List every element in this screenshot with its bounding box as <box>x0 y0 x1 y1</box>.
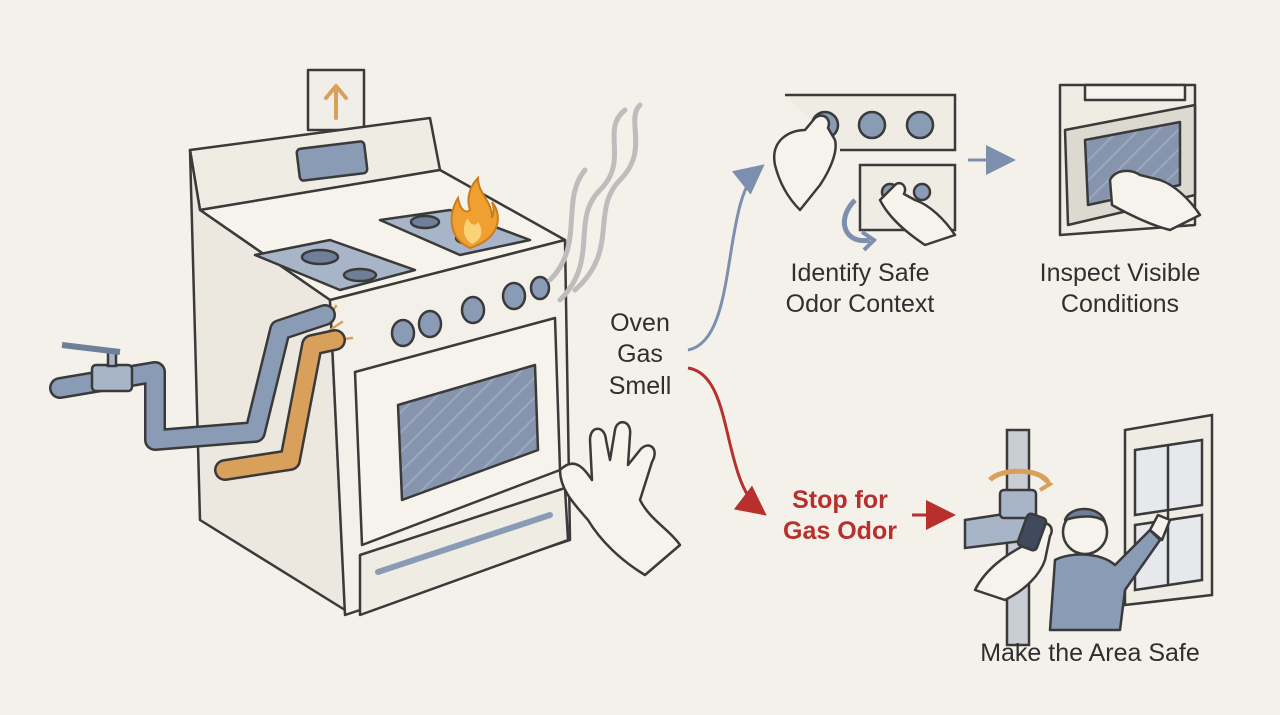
step-inspect-line: Inspect Visible <box>1039 259 1201 287</box>
shutoff-valve-icon <box>61 342 134 393</box>
hub-label-line: Smell <box>608 371 672 400</box>
flow-arrows <box>687 145 1016 530</box>
gas-stove-icon <box>188 68 572 617</box>
step-identify-line: Identify Safe <box>790 259 930 287</box>
hub-label: Oven Gas Smell <box>590 308 690 402</box>
hand-icon <box>772 114 957 247</box>
step-safe-line: Make the Area Safe <box>980 639 1200 667</box>
hand-icon <box>558 421 682 577</box>
hub-label-line: Oven <box>610 309 670 337</box>
hand-icon <box>1108 169 1202 232</box>
person-icon <box>1048 507 1172 632</box>
step-identify-label: Identify Safe Odor Context <box>760 258 960 321</box>
step-inspect-label: Inspect Visible Conditions <box>1015 258 1225 321</box>
flame-icon <box>450 175 499 250</box>
gas-pipe-icon <box>49 304 346 481</box>
step-stop-line: Stop for <box>792 486 888 514</box>
step-identify-line: Odor Context <box>785 290 935 319</box>
step-safe-label: Make the Area Safe <box>955 638 1225 669</box>
vent-arrow-icon <box>324 84 348 120</box>
step-stop-line: Gas Odor <box>783 517 897 546</box>
hub-label-line: Gas <box>617 340 663 369</box>
window-icon <box>1123 413 1214 607</box>
hand-icon <box>973 512 1053 602</box>
arrow-to-identify <box>687 164 765 352</box>
odor-wisps-icon <box>547 102 643 303</box>
step-stop-label: Stop for Gas Odor <box>765 485 915 548</box>
step-inspect-line: Conditions <box>1060 290 1180 319</box>
arrow-to-stop <box>687 366 767 516</box>
